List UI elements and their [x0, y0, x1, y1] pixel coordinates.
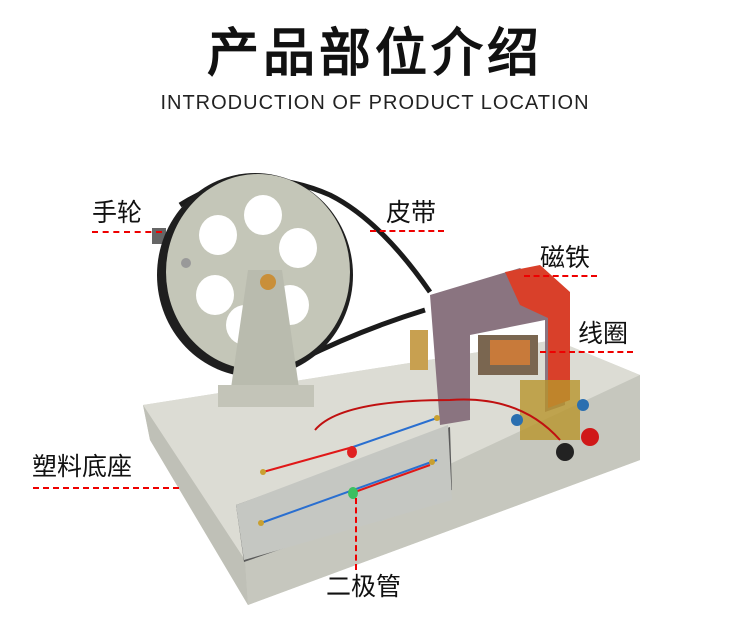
label-diode: 二极管: [326, 572, 402, 601]
magnet: [410, 265, 570, 425]
page-title: 产品部位介绍: [206, 24, 543, 84]
wire: [314, 398, 561, 441]
label-coil: 线圈: [578, 319, 629, 348]
red-led: [347, 446, 357, 458]
leader-line-hand-wheel: [92, 231, 162, 233]
leader-line-belt: [370, 230, 444, 232]
green-led: [348, 487, 358, 499]
page-subtitle: INTRODUCTION OF PRODUCT LOCATION: [160, 92, 590, 114]
diode-board: [236, 415, 452, 562]
leader-line-diode: [355, 498, 357, 570]
hand-wheel: [152, 173, 353, 407]
label-magnet: 磁铁: [540, 243, 591, 272]
leader-line-coil: [540, 351, 633, 353]
label-belt: 皮带: [386, 198, 437, 227]
label-hand-wheel: 手轮: [92, 198, 143, 227]
leader-line-plastic-base: [33, 487, 179, 489]
leader-line-magnet: [524, 275, 597, 277]
label-plastic-base: 塑料底座: [32, 452, 133, 481]
